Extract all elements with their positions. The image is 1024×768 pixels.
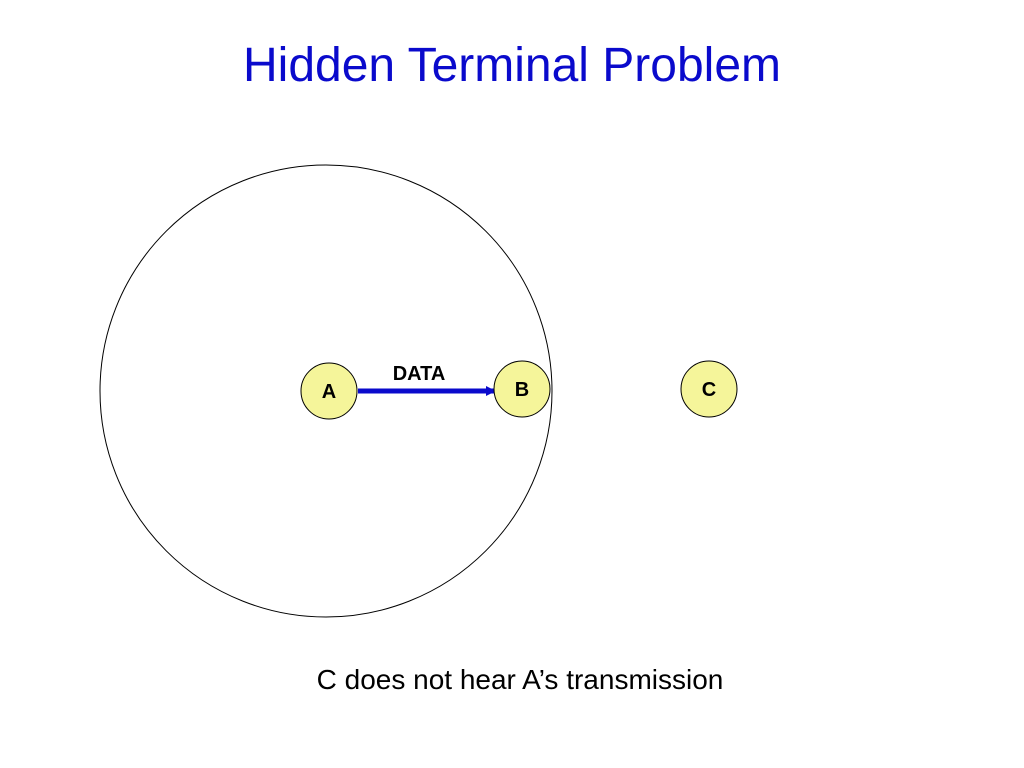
node-c-circle [680,360,738,418]
node-b-circle [493,360,551,418]
node-c-label: C [702,379,716,401]
node-b: B [493,360,551,418]
node-b-label: B [515,379,529,401]
slide-title: Hidden Terminal Problem [242,39,782,92]
node-a: A [300,362,358,420]
transmission-range-circle [99,164,553,618]
data-arrow-label: DATA [393,363,446,385]
node-a-circle [300,362,358,420]
node-c: C [680,360,738,418]
slide-caption: C does not hear A’s transmission [316,664,724,695]
node-a-label: A [322,381,336,403]
